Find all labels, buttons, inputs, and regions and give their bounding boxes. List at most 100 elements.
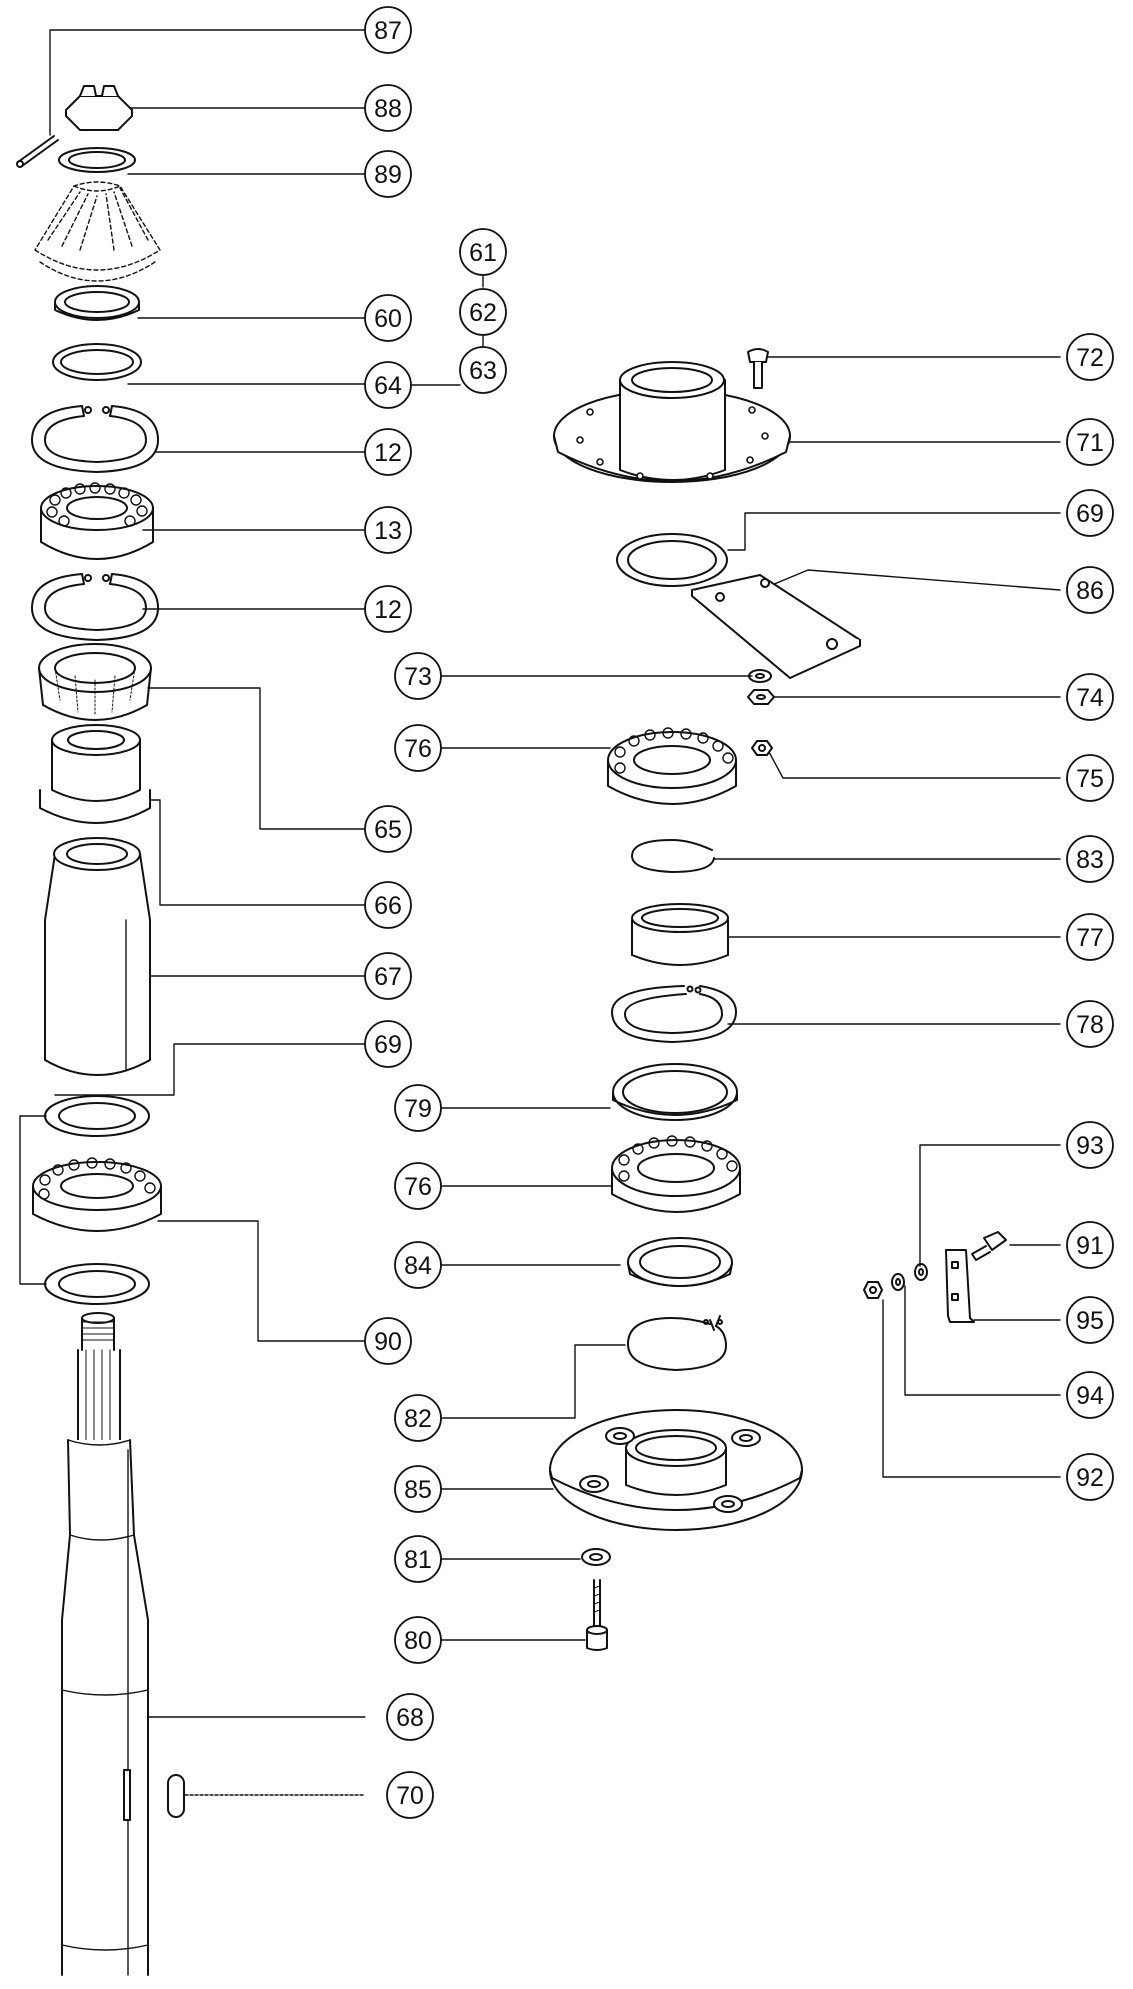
- callout-circle: [1066, 418, 1114, 466]
- callout-circle: [459, 346, 507, 394]
- callout-76: 76: [394, 1162, 442, 1210]
- callout-69: 69: [1066, 489, 1114, 537]
- callout-number: 83: [1076, 846, 1104, 874]
- callout-circle: [394, 1535, 442, 1583]
- callout-circle: [1066, 913, 1114, 961]
- callout-circle: [364, 428, 412, 476]
- callout-number: 80: [404, 1627, 432, 1655]
- callout-number: 93: [1076, 1132, 1104, 1160]
- leader-lines: [19, 29, 1061, 1796]
- callout-circle: [364, 6, 412, 54]
- washer-81: [581, 1548, 611, 1566]
- callout-number: 75: [1076, 765, 1104, 793]
- callout-circle: [394, 1084, 442, 1132]
- ring-64: [52, 343, 142, 381]
- callout-61: 61: [459, 228, 507, 276]
- callout-circle: [394, 1241, 442, 1289]
- callout-78: 78: [1066, 1000, 1114, 1048]
- circlip-12-lower: [31, 573, 159, 641]
- ring-69-right: [616, 533, 728, 587]
- callout-circle: [1066, 1296, 1114, 1344]
- callout-number: 67: [374, 963, 402, 991]
- clip-95: [945, 1249, 975, 1323]
- callout-number: 85: [404, 1476, 432, 1504]
- flange-85: [549, 1409, 803, 1531]
- callout-73: 73: [394, 652, 442, 700]
- callout-circle: [1066, 1221, 1114, 1269]
- screw-80: [586, 1579, 608, 1651]
- callout-circle: [1066, 835, 1114, 883]
- callout-circle: [1066, 489, 1114, 537]
- callout-circle: [364, 1020, 412, 1068]
- nut-74: [747, 689, 775, 705]
- callout-83: 83: [1066, 835, 1114, 883]
- callout-circle: [386, 1693, 434, 1741]
- callout-13: 13: [364, 506, 412, 554]
- callout-number: 88: [374, 95, 402, 123]
- callout-86: 86: [1066, 566, 1114, 614]
- nut-75: [751, 740, 773, 756]
- ring-79: [612, 1063, 738, 1121]
- callout-79: 79: [394, 1084, 442, 1132]
- washer-94: [891, 1273, 905, 1291]
- callout-71: 71: [1066, 418, 1114, 466]
- callout-84: 84: [394, 1241, 442, 1289]
- callout-85: 85: [394, 1465, 442, 1513]
- callout-circle: [364, 361, 412, 409]
- callout-number: 82: [404, 1405, 432, 1433]
- callout-number: 68: [396, 1704, 424, 1732]
- callout-circle: [394, 1394, 442, 1442]
- hub-71: [553, 361, 791, 483]
- callout-95: 95: [1066, 1296, 1114, 1344]
- ring-84: [627, 1237, 733, 1287]
- callout-91: 91: [1066, 1221, 1114, 1269]
- callout-circle: [394, 724, 442, 772]
- bevel-gear-dashed: [34, 181, 161, 282]
- callout-63: 63: [459, 346, 507, 394]
- callout-circle: [1066, 1121, 1114, 1169]
- callout-circle: [1066, 333, 1114, 381]
- callout-circle: [364, 952, 412, 1000]
- callout-circle: [364, 881, 412, 929]
- callout-number: 66: [374, 892, 402, 920]
- callout-circle: [364, 585, 412, 633]
- callout-number: 69: [374, 1031, 402, 1059]
- callout-circle: [459, 288, 507, 336]
- callout-81: 81: [394, 1535, 442, 1583]
- callout-circle: [1066, 1371, 1114, 1419]
- callout-circle: [364, 506, 412, 554]
- bearing-76-lower: [611, 1135, 741, 1213]
- snap-ring-82: [627, 1315, 727, 1371]
- ring-69-left-lower: [44, 1263, 150, 1305]
- snap-ring-83: [631, 839, 715, 873]
- callout-circle: [1066, 566, 1114, 614]
- callout-62: 62: [459, 288, 507, 336]
- callout-number: 91: [1076, 1232, 1104, 1260]
- sleeve-67: [44, 837, 151, 1076]
- bolt-72: [747, 348, 769, 389]
- callout-68: 68: [386, 1693, 434, 1741]
- callout-circle: [364, 1317, 412, 1365]
- callout-number: 64: [374, 372, 402, 400]
- callout-60: 60: [364, 294, 412, 342]
- bearing-13: [40, 482, 154, 560]
- callout-circle: [364, 805, 412, 853]
- callout-64: 64: [364, 361, 412, 409]
- ring-69-left-upper: [44, 1095, 150, 1137]
- callout-number: 63: [469, 357, 497, 385]
- callout-circle: [459, 228, 507, 276]
- circlip-12-upper: [31, 405, 159, 473]
- callout-number: 81: [404, 1546, 432, 1574]
- castle-nut-88: [65, 85, 133, 131]
- callout-87: 87: [364, 6, 412, 54]
- collar-66: [39, 724, 151, 824]
- callout-number: 87: [374, 17, 402, 45]
- callout-circle: [1066, 673, 1114, 721]
- bearing-90: [32, 1157, 162, 1232]
- callout-80: 80: [394, 1616, 442, 1664]
- callout-65: 65: [364, 805, 412, 853]
- callout-75: 75: [1066, 754, 1114, 802]
- callout-69: 69: [364, 1020, 412, 1068]
- callout-67: 67: [364, 952, 412, 1000]
